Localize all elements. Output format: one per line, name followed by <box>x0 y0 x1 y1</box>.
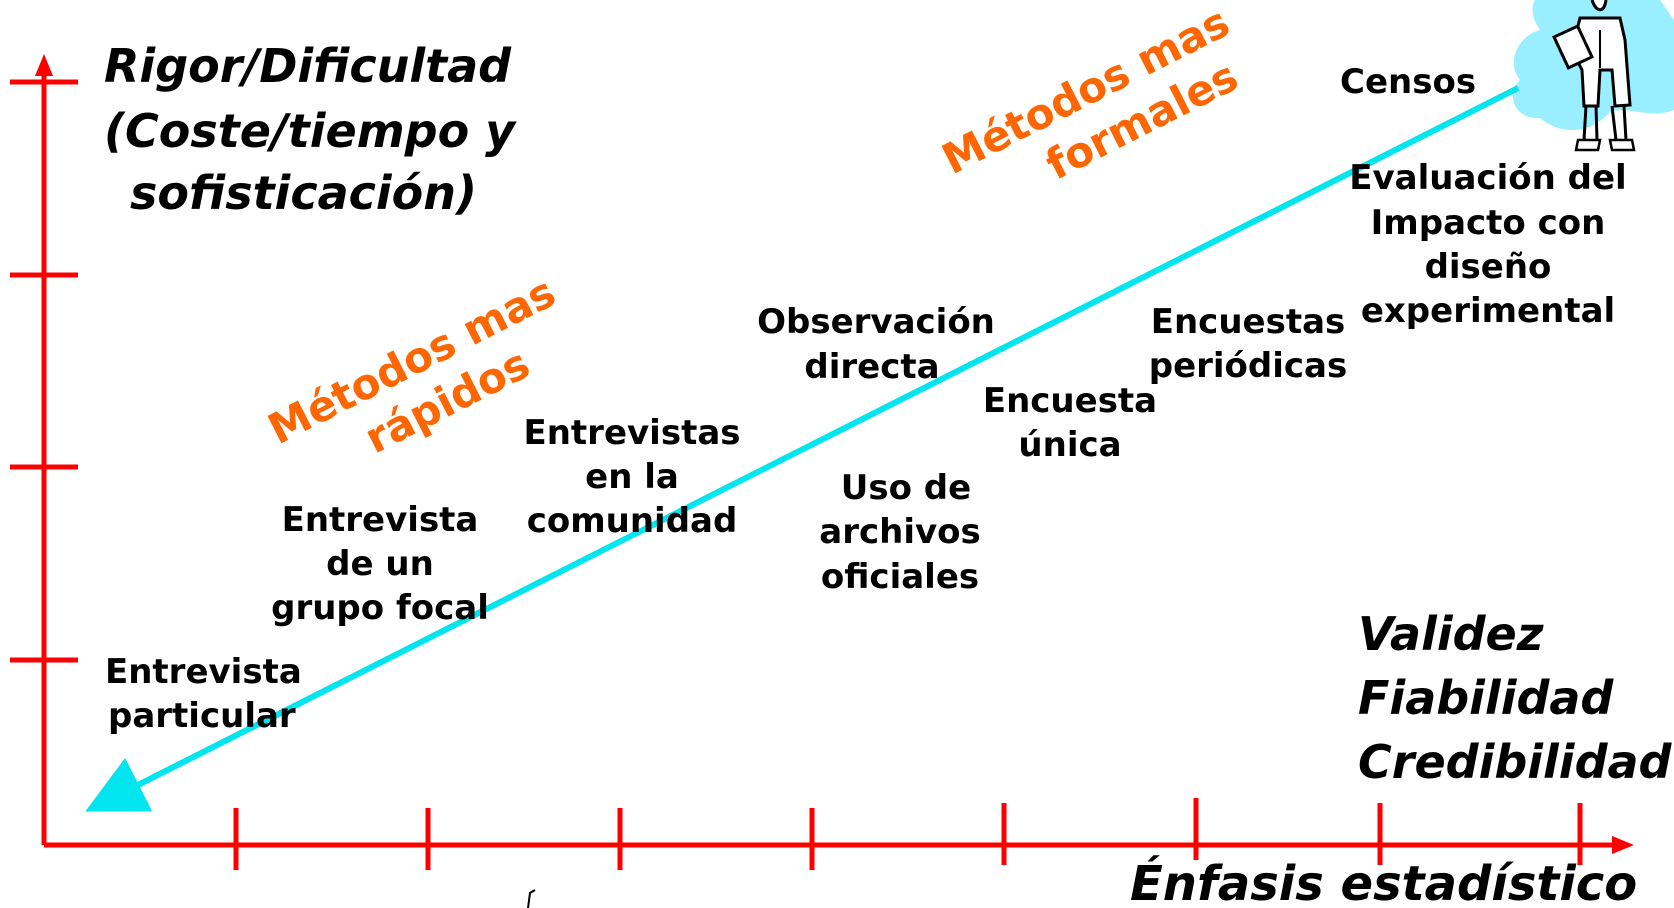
researcher-clipboard-icon <box>1512 0 1674 152</box>
y-axis <box>10 54 78 845</box>
x-axis-arrowhead <box>1612 836 1634 854</box>
method-entrevista-particular: Entrevista particular <box>105 652 302 736</box>
method-label-line: oficiales <box>821 557 979 597</box>
quality-label-credibilidad: Credibilidad <box>1358 735 1673 789</box>
quality-labels: Validez Fiabilidad Credibilidad <box>1358 607 1673 789</box>
method-label-line: diseño <box>1425 247 1552 287</box>
y-axis-label-line: Rigor/Dificultad <box>104 39 512 93</box>
method-label-line: Evaluación del <box>1349 158 1626 198</box>
band-fast: Métodos mas rápidos <box>260 267 563 463</box>
method-label-line: comunidad <box>527 501 738 541</box>
method-label-line: Entrevistas <box>524 413 741 453</box>
method-label-line: Impacto con <box>1371 203 1606 243</box>
method-label-line: en la <box>585 457 679 497</box>
band-formal: Métodos mas formales <box>934 0 1245 189</box>
y-axis-label-line: sofisticación) <box>130 166 477 220</box>
method-label-line: periódicas <box>1149 346 1348 386</box>
method-label-line: Uso de <box>841 468 971 508</box>
method-label-line: archivos <box>819 512 980 552</box>
method-grupo-focal: Entrevista de un grupo focal <box>271 500 489 628</box>
method-label-line: Observación <box>757 302 995 342</box>
method-label-line: Entrevista <box>105 652 302 692</box>
method-label-line: de un <box>326 544 434 584</box>
method-encuestas-periodicas: Encuestas periódicas <box>1149 302 1348 386</box>
y-axis-label-line: (Coste/tiempo y <box>104 104 517 158</box>
method-evaluacion-impacto: Evaluación del Impacto con diseño experi… <box>1349 158 1626 331</box>
y-axis-arrowhead <box>35 54 53 76</box>
method-censos: Censos <box>1340 62 1476 102</box>
method-label-line: grupo focal <box>271 588 489 628</box>
method-label-line: directa <box>804 347 939 387</box>
quality-label-fiabilidad: Fiabilidad <box>1358 671 1614 725</box>
method-encuesta-unica: Encuesta única <box>983 381 1157 465</box>
x-axis <box>44 798 1634 870</box>
rigor-trend-arrow <box>85 85 1520 812</box>
method-label-line: única <box>1018 425 1121 465</box>
x-axis-label: Énfasis estadístico <box>1130 855 1637 908</box>
method-observacion-directa: Observación directa <box>757 302 995 387</box>
method-label-line: Encuesta <box>983 381 1157 421</box>
stray-mark <box>527 889 536 908</box>
method-entrevistas-comunidad: Entrevistas en la comunidad <box>524 413 741 541</box>
method-label-line: experimental <box>1361 291 1615 331</box>
y-axis-label: Rigor/Dificultad (Coste/tiempo y sofisti… <box>104 39 517 220</box>
quality-label-validez: Validez <box>1358 607 1544 661</box>
method-archivos-oficiales: Uso de archivos oficiales <box>819 468 980 597</box>
method-label-line: particular <box>108 696 296 736</box>
method-label-line: Encuestas <box>1151 302 1346 342</box>
method-label-line: Entrevista <box>282 500 479 540</box>
